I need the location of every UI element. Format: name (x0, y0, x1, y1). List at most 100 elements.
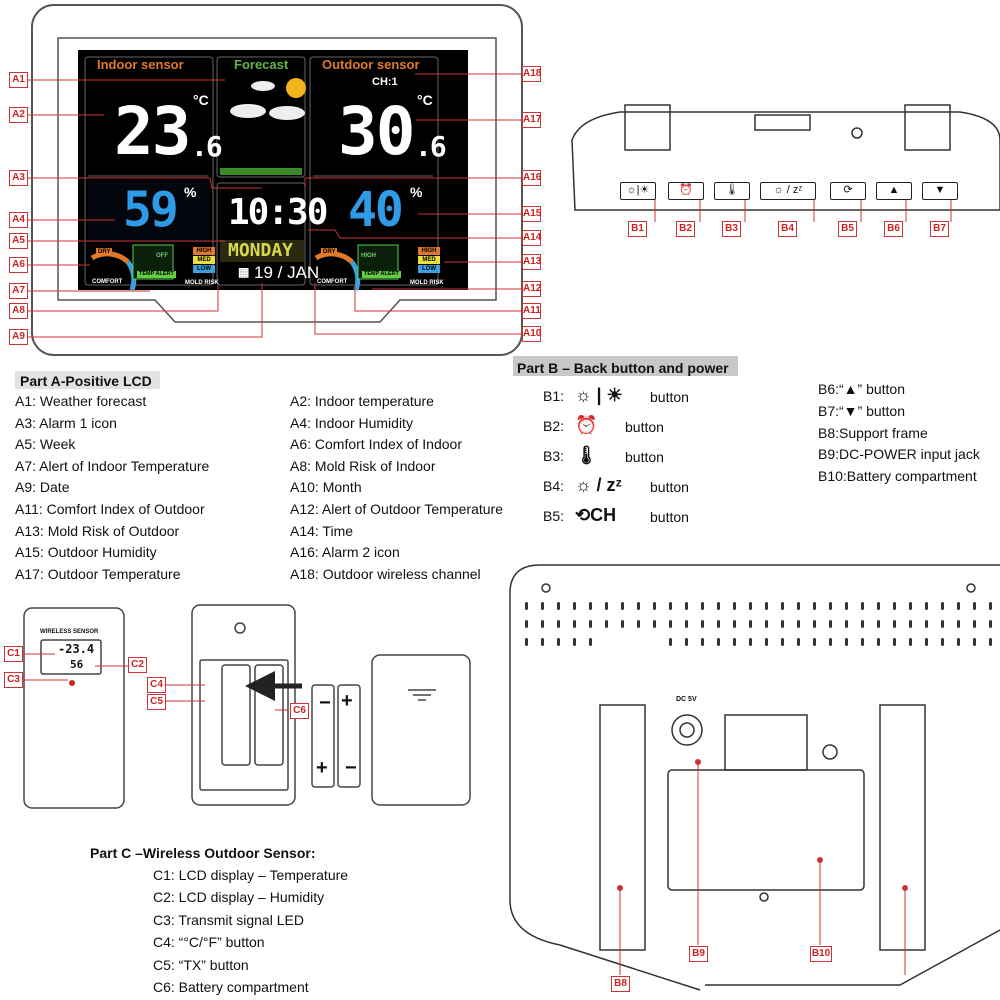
vent-hole (605, 620, 608, 628)
vent-hole (829, 620, 832, 628)
outdoor-humidity: 40 (348, 182, 404, 238)
sensor-open (191, 604, 471, 806)
part-c-title: Part C –Wireless Outdoor Sensor: (90, 845, 316, 861)
vent-hole (717, 602, 720, 610)
back-button-b5[interactable]: ⟳ (830, 182, 866, 200)
callout-c5: C5 (147, 694, 166, 710)
vent-hole (813, 602, 816, 610)
indoor-temperature: 23 (114, 93, 191, 170)
part-a-item: A14: Time (290, 522, 354, 539)
mold-level-low: LOW (193, 265, 215, 273)
vent-hole (973, 602, 976, 610)
part-b-item-prefix: B3: (543, 448, 565, 464)
cloud-icon (251, 81, 275, 91)
vent-hole (525, 638, 528, 646)
comfort-dry-outdoor: DRY (321, 248, 338, 256)
mold-level-high: HIGH (418, 247, 440, 255)
outdoor-temperature: 30 (338, 93, 415, 170)
vent-hole (589, 602, 592, 610)
vent-hole (989, 638, 992, 646)
vent-hole (893, 602, 896, 610)
vent-hole (989, 620, 992, 628)
outdoor-temp-unit: °C (417, 92, 433, 108)
callout-c4: C4 (147, 677, 166, 693)
back-button-b7[interactable]: ▼ (922, 182, 958, 200)
vent-hole (541, 620, 544, 628)
vent-hole (733, 638, 736, 646)
vent-hole (861, 638, 864, 646)
callout-b3: B3 (722, 221, 741, 237)
part-a-item: A11: Comfort Index of Outdoor (15, 501, 205, 517)
callout-a7: A7 (9, 283, 28, 299)
vent-hole (765, 638, 768, 646)
vent-hole (861, 602, 864, 610)
callout-a17: A17 (522, 112, 541, 128)
part-b-item-icon: ⟲CH (575, 505, 617, 525)
vent-hole (781, 602, 784, 610)
vent-hole (909, 602, 912, 610)
callout-a6: A6 (9, 257, 28, 273)
callout-c1: C1 (4, 646, 23, 662)
vent-hole (765, 602, 768, 610)
part-b-item-suffix: button (625, 419, 664, 435)
indoor-temp-unit: °C (193, 92, 209, 108)
part-b-item: B8:Support frame (818, 424, 928, 441)
vent-hole (733, 620, 736, 628)
vent-hole (813, 620, 816, 628)
part-b-item-prefix: B5: (543, 508, 565, 524)
vent-hole (701, 602, 704, 610)
callout-b8: B8 (611, 976, 630, 992)
part-a-item: A9: Date (15, 479, 70, 496)
sensor-temperature: -23.4 (58, 642, 95, 656)
callout-a11: A11 (522, 303, 541, 319)
part-a-item: A8: Mold Risk of Indoor (290, 457, 436, 474)
vent-hole (941, 602, 944, 610)
callout-a2: A2 (9, 107, 28, 123)
mold-risk-label: MOLD RISK (185, 280, 219, 286)
sun-icon (286, 78, 306, 98)
vent-hole (861, 620, 864, 628)
back-button-b2[interactable]: ⏰ (668, 182, 704, 200)
callout-b10: B10 (810, 946, 832, 962)
part-c-item: C3: Transmit signal LED (153, 911, 304, 928)
vent-hole (685, 602, 688, 610)
vent-hole (653, 602, 656, 610)
part-a-title: Part A-Positive LCD (20, 373, 152, 389)
back-button-b3[interactable]: 🌡 (714, 182, 750, 200)
callout-a4: A4 (9, 212, 28, 228)
callout-a10: A10 (522, 326, 541, 342)
part-a-item: A2: Indoor temperature (290, 393, 434, 409)
back-button-b6[interactable]: ▲ (876, 182, 912, 200)
comfort-label: COMFORT (92, 279, 123, 285)
vent-hole (669, 620, 672, 628)
indoor-sensor-title: Indoor sensor (97, 57, 184, 72)
callout-a15: A15 (522, 206, 541, 222)
callout-a18: A18 (522, 66, 541, 82)
callout-a14: A14 (522, 230, 541, 246)
vent-hole (893, 638, 896, 646)
callout-b6: B6 (884, 221, 903, 237)
part-c-item: C5: “TX” button (153, 956, 249, 973)
vent-hole (749, 638, 752, 646)
temp-alert-label-outdoor: TEMP ALERT (362, 271, 401, 278)
mold-risk-label-outdoor: MOLD RISK (410, 280, 444, 286)
vent-hole (957, 638, 960, 646)
callout-a16: A16 (522, 170, 541, 186)
part-b-item-prefix: B1: (543, 388, 565, 404)
part-b-item-icon: ☼ / zᶻ (575, 475, 623, 495)
part-b-item: B9:DC-POWER input jack (818, 446, 980, 463)
vent-hole (621, 602, 624, 610)
back-button-b1[interactable]: ☼|☀ (620, 182, 656, 200)
vent-hole (925, 602, 928, 610)
part-c-item: C1: LCD display – Temperature (153, 867, 349, 883)
callout-a9: A9 (9, 329, 28, 345)
back-button-b4[interactable]: ☼ / zᶻ (760, 182, 816, 200)
callout-c3: C3 (4, 672, 23, 688)
indoor-humidity: 59 (123, 182, 179, 238)
cloud-icon (230, 104, 266, 118)
part-a-item: A5: Week (15, 436, 76, 453)
vent-hole (877, 620, 880, 628)
sensor-title: WIRELESS SENSOR (40, 629, 99, 635)
part-c-item: C2: LCD display – Humidity (153, 889, 325, 906)
outdoor-sensor-title: Outdoor sensor (322, 57, 420, 72)
